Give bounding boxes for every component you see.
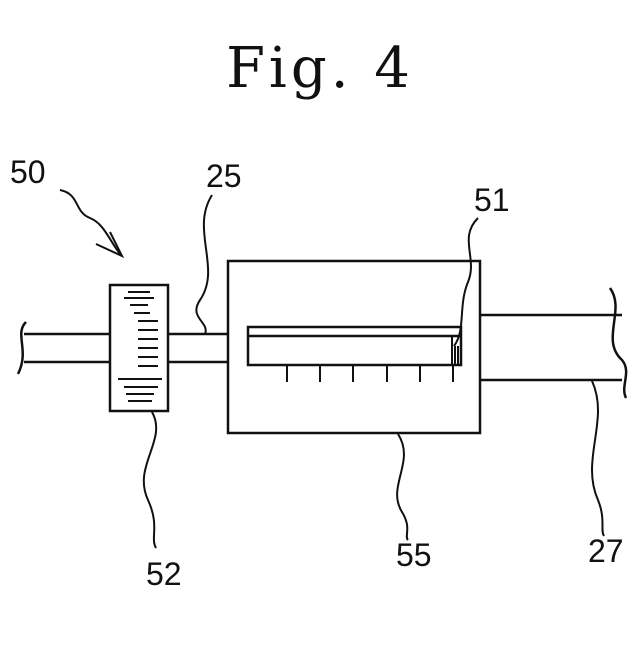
label-50: 50 [10, 154, 46, 190]
dial-52 [110, 285, 168, 411]
right-break-mark [610, 288, 626, 398]
label-27: 27 [588, 533, 624, 569]
label-25: 25 [206, 158, 242, 194]
leader-27 [592, 381, 604, 536]
label-52: 52 [146, 556, 182, 592]
leader-55 [397, 434, 408, 540]
leader-52 [144, 412, 156, 548]
label-55: 55 [396, 537, 432, 573]
leader-25 [196, 195, 212, 334]
right-rod [480, 288, 626, 398]
figure-title: Fig. 4 [0, 36, 640, 101]
housing-55 [228, 261, 480, 433]
leader-50 [60, 190, 120, 254]
label-51: 51 [474, 182, 510, 218]
left-break-mark [18, 322, 26, 374]
